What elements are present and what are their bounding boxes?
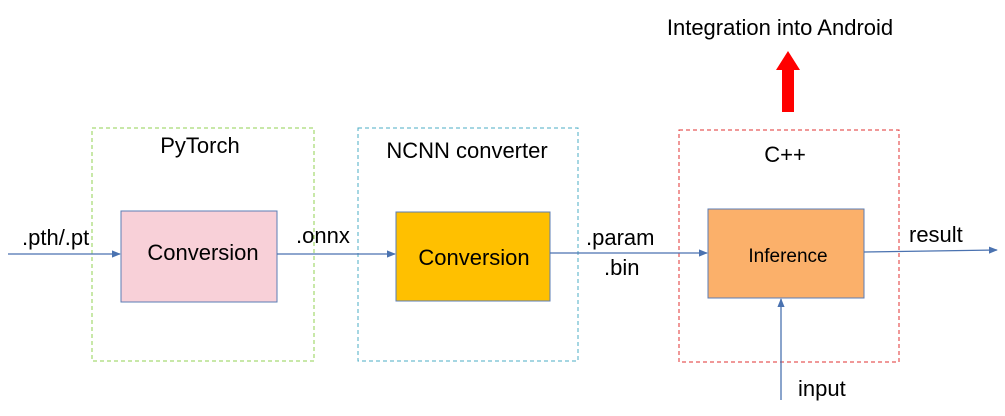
pytorch-conversion-label: Conversion <box>147 240 258 265</box>
ncnn-conversion-label: Conversion <box>418 245 529 270</box>
pytorch-group-label: PyTorch <box>160 133 239 158</box>
result-arrow <box>863 246 998 254</box>
inference-node <box>707 208 865 299</box>
up-arrow-icon <box>776 51 800 112</box>
up-arrow-shaft <box>782 70 794 112</box>
result-label: result <box>909 222 963 247</box>
pytorch-group-box <box>91 127 315 362</box>
pth-pt-label: .pth/.pt <box>22 225 89 250</box>
cpp-group-label: C++ <box>764 142 806 167</box>
inference-label: Inference <box>748 246 827 267</box>
ncnn-group-label: NCNN converter <box>386 138 547 163</box>
input-label: input <box>798 376 846 401</box>
ncnn-conversion-node <box>395 211 551 302</box>
onnx-label: .onnx <box>296 223 350 248</box>
cpp-group-box <box>678 129 900 363</box>
pytorch-conversion-node <box>120 210 278 303</box>
param-label: .param <box>586 225 654 250</box>
up-arrow-head <box>776 51 800 70</box>
bin-label: .bin <box>604 255 639 280</box>
ncnn-group-box <box>357 127 579 362</box>
integration-title: Integration into Android <box>667 15 893 40</box>
